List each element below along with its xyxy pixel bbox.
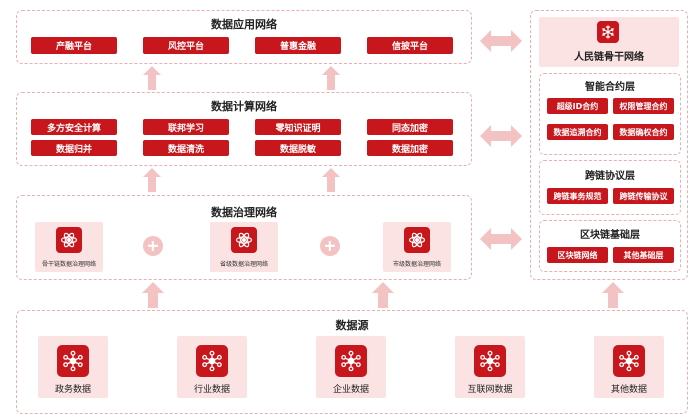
governance-card-label: 骨干链数据治理网络 (41, 261, 96, 268)
governance-network-title: 数据治理网络 (211, 206, 277, 219)
source-card-label: 其他数据 (610, 385, 647, 395)
governance-network-panel: 数据治理网络 骨干链数据治理网络 省级数据治理网络 (16, 195, 472, 280)
up-arrow-icon (142, 282, 164, 308)
application-network-panel: 数据应用网络 产融平台 风控平台 普惠金融 信披平台 (16, 10, 472, 64)
network-nodes-icon (335, 345, 367, 377)
chain-base-layer: 区块链基础层 区块链网络 其他基础层 (539, 220, 681, 272)
plus-icon (320, 236, 340, 256)
app-item-chanrong: 产融平台 (31, 37, 117, 54)
chain-base-item-other: 其他基础层 (613, 247, 674, 263)
cross-chain-item-transport: 跨链传输协议 (613, 188, 674, 204)
backbone-title: 人民链骨干网络 (574, 52, 644, 63)
governance-card-city: 市级数据治理网络 (383, 222, 451, 272)
governance-card-label: 市级数据治理网络 (392, 261, 441, 268)
compute-item-mpc: 多方安全计算 (31, 119, 117, 135)
network-nodes-icon (57, 345, 89, 377)
backbone-network-panel: 人民链骨干网络 智能合约层 超级ID合约 权限管理合约 数据追溯合约 数据确权合… (530, 10, 688, 280)
source-card-label: 行业数据 (193, 385, 230, 395)
snowflake-icon (597, 21, 619, 43)
source-card-industry: 行业数据 (177, 336, 247, 398)
double-arrow-icon (480, 30, 522, 52)
app-item-fengkong: 风控平台 (143, 37, 229, 54)
source-card-label: 企业数据 (332, 385, 369, 395)
atom-icon (231, 227, 257, 253)
network-nodes-icon (613, 345, 645, 377)
contract-item-permission: 权限管理合约 (613, 98, 674, 114)
up-arrow-icon (322, 168, 340, 192)
up-arrow-icon (143, 66, 161, 90)
network-nodes-icon (196, 345, 228, 377)
smart-contract-layer: 智能合约层 超级ID合约 权限管理合约 数据追溯合约 数据确权合约 (539, 73, 681, 155)
source-card-enterprise: 企业数据 (316, 336, 386, 398)
application-network-title: 数据应用网络 (211, 18, 277, 31)
double-arrow-icon (480, 228, 522, 250)
compute-item-zkp: 零知识证明 (255, 119, 341, 135)
up-arrow-icon (602, 282, 624, 308)
compute-item-merge: 数据归并 (31, 140, 117, 156)
governance-card-label: 省级数据治理网络 (219, 261, 268, 268)
governance-card-province: 省级数据治理网络 (210, 222, 278, 272)
atom-icon (404, 227, 430, 253)
source-card-other: 其他数据 (594, 336, 664, 398)
source-card-label: 互联网数据 (467, 385, 513, 395)
compute-item-federated: 联邦学习 (143, 119, 229, 135)
compute-item-homomorphic: 同态加密 (367, 119, 453, 135)
network-nodes-icon (474, 345, 506, 377)
source-card-label: 政务数据 (54, 385, 91, 395)
data-source-title: 数据源 (335, 319, 369, 332)
smart-contract-title: 智能合约层 (585, 82, 635, 93)
up-arrow-icon (322, 66, 340, 90)
up-arrow-icon (372, 282, 394, 308)
backbone-header: 人民链骨干网络 (539, 17, 679, 67)
chain-base-item-network: 区块链网络 (547, 247, 608, 263)
app-item-xinpi: 信披平台 (367, 37, 453, 54)
app-item-puhui: 普惠金融 (255, 37, 341, 54)
source-card-internet: 互联网数据 (455, 336, 525, 398)
cross-chain-layer: 跨链协议层 跨链事务规范 跨链传输协议 (539, 160, 681, 215)
compute-network-title: 数据计算网络 (211, 100, 277, 113)
up-arrow-icon (143, 168, 161, 192)
contract-item-rights: 数据确权合约 (613, 124, 674, 140)
cross-chain-title: 跨链协议层 (585, 171, 635, 182)
source-card-government: 政务数据 (38, 336, 108, 398)
cross-chain-item-tx: 跨链事务规范 (547, 188, 608, 204)
contract-item-trace: 数据追溯合约 (547, 124, 608, 140)
double-arrow-icon (480, 125, 522, 147)
compute-item-clean: 数据清洗 (143, 140, 229, 156)
compute-item-encrypt: 数据加密 (367, 140, 453, 156)
compute-network-panel: 数据计算网络 多方安全计算 联邦学习 零知识证明 同态加密 数据归并 数据清洗 … (16, 92, 472, 166)
compute-item-desensitize: 数据脱敏 (255, 140, 341, 156)
data-source-panel: 数据源 政务数据 行业数据 (16, 310, 688, 414)
contract-item-super-id: 超级ID合约 (547, 98, 608, 114)
governance-card-backbone: 骨干链数据治理网络 (35, 222, 103, 272)
atom-icon (56, 227, 82, 253)
plus-icon (143, 236, 163, 256)
chain-base-title: 区块链基础层 (580, 230, 640, 241)
